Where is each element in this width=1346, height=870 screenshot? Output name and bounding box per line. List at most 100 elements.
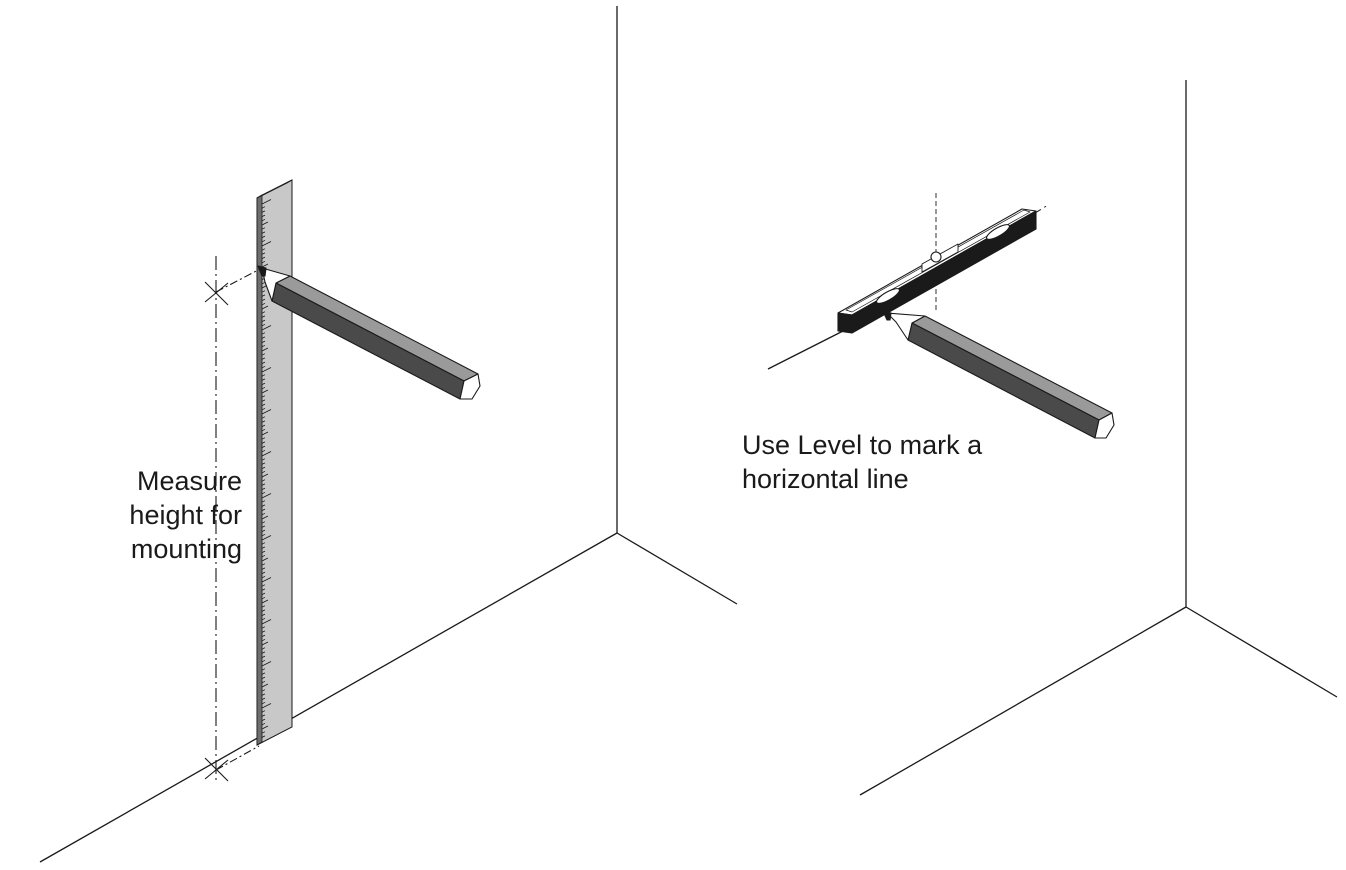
level-instruction-label: Use Level to mark a horizontal line bbox=[742, 428, 982, 496]
ruler-tick bbox=[261, 533, 266, 537]
ruler-tick bbox=[261, 577, 272, 583]
pencil-cone bbox=[261, 267, 291, 302]
mark-line bbox=[767, 329, 846, 370]
ruler-tick bbox=[261, 710, 266, 713]
ruler-tick bbox=[261, 206, 266, 209]
ruler-tick bbox=[261, 305, 269, 310]
ruler-tick bbox=[261, 613, 266, 616]
ruler-tick bbox=[261, 588, 266, 591]
dimension-extension-top bbox=[215, 267, 263, 293]
floor-line-right bbox=[1185, 606, 1338, 698]
ruler-tick bbox=[261, 462, 266, 465]
ruler-tick bbox=[261, 332, 266, 335]
ruler-tick bbox=[261, 731, 266, 734]
ruler-tick bbox=[261, 554, 266, 558]
ruler-tick bbox=[261, 248, 266, 251]
ruler-tick bbox=[261, 599, 269, 604]
pencil-icon bbox=[257, 265, 481, 400]
ruler-tick bbox=[261, 241, 272, 247]
ruler-tick bbox=[261, 281, 266, 285]
ruler-tick bbox=[261, 374, 266, 377]
ruler-tick bbox=[261, 231, 266, 234]
ruler-tick bbox=[261, 683, 269, 688]
ruler-tick bbox=[261, 221, 269, 226]
ruler-ticks bbox=[261, 199, 272, 738]
level-vial-right bbox=[986, 224, 1010, 240]
ruler-tick bbox=[261, 529, 266, 532]
floor-line-left bbox=[859, 606, 1187, 796]
ruler-tick bbox=[261, 672, 266, 675]
ruler-tick bbox=[261, 420, 266, 423]
ruler-tick bbox=[261, 525, 266, 528]
ruler-tick bbox=[261, 344, 266, 348]
ruler-tick bbox=[261, 619, 272, 625]
ruler-tick bbox=[261, 584, 266, 587]
ruler-tick bbox=[261, 689, 266, 692]
ruler-tick bbox=[261, 239, 266, 243]
ruler-tick bbox=[261, 659, 266, 663]
ruler-tick bbox=[261, 424, 266, 427]
level-side-face bbox=[851, 210, 1037, 334]
ruler-tick bbox=[261, 445, 266, 448]
ruler-tick bbox=[261, 567, 266, 570]
ruler-tick bbox=[261, 647, 266, 650]
ruler-tick bbox=[261, 218, 266, 222]
ruler-tick bbox=[261, 641, 269, 646]
ruler-tick bbox=[261, 416, 266, 419]
pencil-lead bbox=[257, 265, 267, 277]
level-label-line-2: horizontal line bbox=[742, 464, 909, 494]
pencil-cone bbox=[886, 312, 926, 341]
ruler-tick bbox=[261, 491, 266, 495]
ruler-tick bbox=[261, 626, 266, 629]
ruler-tick bbox=[261, 592, 266, 595]
ruler-tick bbox=[261, 515, 269, 520]
ruler-tick bbox=[261, 386, 266, 390]
ruler-tick bbox=[261, 722, 266, 726]
ruler-tick bbox=[261, 353, 266, 356]
ruler-tick bbox=[261, 634, 266, 637]
ruler-tick bbox=[261, 546, 266, 549]
right-room-corner bbox=[859, 80, 1338, 796]
ruler-tick bbox=[261, 449, 266, 453]
ruler-tick bbox=[261, 483, 266, 486]
ruler-tick bbox=[261, 718, 266, 721]
level-icon bbox=[767, 193, 1049, 370]
ruler-tick bbox=[261, 361, 266, 364]
ruler-edge bbox=[256, 194, 263, 746]
ruler-tick bbox=[261, 550, 266, 553]
ruler-tick bbox=[261, 557, 269, 562]
pencil-body-side bbox=[907, 322, 1100, 439]
ruler-tick bbox=[261, 661, 272, 667]
pencil-end bbox=[459, 373, 481, 400]
floor-line-right bbox=[616, 532, 738, 605]
ruler-tick bbox=[261, 504, 266, 507]
level-label-line-1: Use Level to mark a bbox=[742, 430, 983, 460]
pencil-lead bbox=[882, 310, 892, 321]
level-vial-left bbox=[876, 288, 900, 304]
ruler-tick bbox=[261, 668, 266, 671]
ruler-tick bbox=[261, 703, 272, 709]
ruler-tick bbox=[261, 325, 272, 331]
ruler-tick bbox=[261, 638, 266, 642]
ruler-tick bbox=[261, 451, 272, 457]
ruler-tick bbox=[261, 609, 266, 612]
ruler-tick bbox=[261, 676, 266, 679]
ruler-tick bbox=[261, 596, 266, 600]
ruler-tick bbox=[261, 367, 272, 373]
ruler-tick bbox=[261, 617, 266, 621]
ruler-tick bbox=[261, 210, 266, 213]
ruler-tick bbox=[261, 347, 269, 352]
ruler-tick bbox=[261, 500, 266, 503]
pencil-body-top bbox=[275, 275, 479, 382]
ruler-tick bbox=[261, 437, 266, 440]
ruler-tick bbox=[261, 409, 272, 415]
floor-line-left bbox=[39, 532, 618, 863]
ruler-tick bbox=[261, 655, 266, 658]
ruler-tick bbox=[261, 487, 266, 490]
ruler-tick bbox=[261, 701, 266, 705]
ruler-tick bbox=[261, 473, 269, 478]
ruler-tick bbox=[261, 227, 266, 230]
ruler-tick bbox=[261, 466, 266, 469]
measure-label-line-3: mounting bbox=[130, 534, 242, 564]
ruler-tick bbox=[261, 575, 266, 579]
